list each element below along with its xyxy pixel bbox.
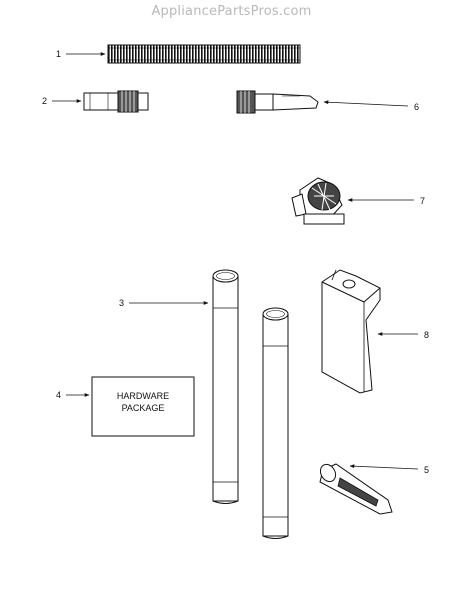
part-4-hardware-package[interactable]: HARDWARE PACKAGE [92, 377, 194, 436]
part-8-tool-caddy[interactable] [322, 270, 380, 393]
callout-1-number: 1 [56, 49, 61, 59]
callout-8: 8 [377, 330, 429, 340]
part-2-adapter[interactable] [84, 91, 148, 112]
callout-5-leader [349, 464, 418, 469]
callout-5-number: 5 [424, 465, 429, 475]
hardware-package-line1: HARDWARE [117, 391, 169, 401]
callout-6-number: 6 [414, 102, 419, 112]
callout-1: 1 [56, 49, 106, 59]
hardware-package-line2: PACKAGE [122, 403, 165, 413]
callout-2-number: 2 [42, 96, 47, 106]
callout-6: 6 [323, 100, 419, 112]
part-6-crevice-tool[interactable] [237, 91, 318, 113]
watermark-text: AppliancePartsPros.com [151, 4, 312, 19]
callout-3-number: 3 [119, 298, 124, 308]
callout-6-leader [323, 100, 408, 106]
part-7-dusting-brush[interactable] [292, 178, 344, 224]
callout-2: 2 [42, 96, 82, 106]
callout-5: 5 [349, 464, 429, 475]
callout-3: 3 [119, 298, 209, 308]
callout-4-number: 4 [56, 390, 61, 400]
callout-8-number: 8 [424, 330, 429, 340]
callout-7-number: 7 [420, 196, 425, 206]
part-1-hose[interactable] [108, 45, 300, 63]
callout-4: 4 [56, 390, 90, 400]
part-5-crevice-tool[interactable] [317, 462, 392, 514]
part-3-wand-tube-2[interactable] [263, 308, 288, 539]
callout-7: 7 [347, 196, 425, 206]
part-3-wand-tube-1[interactable] [213, 270, 238, 504]
